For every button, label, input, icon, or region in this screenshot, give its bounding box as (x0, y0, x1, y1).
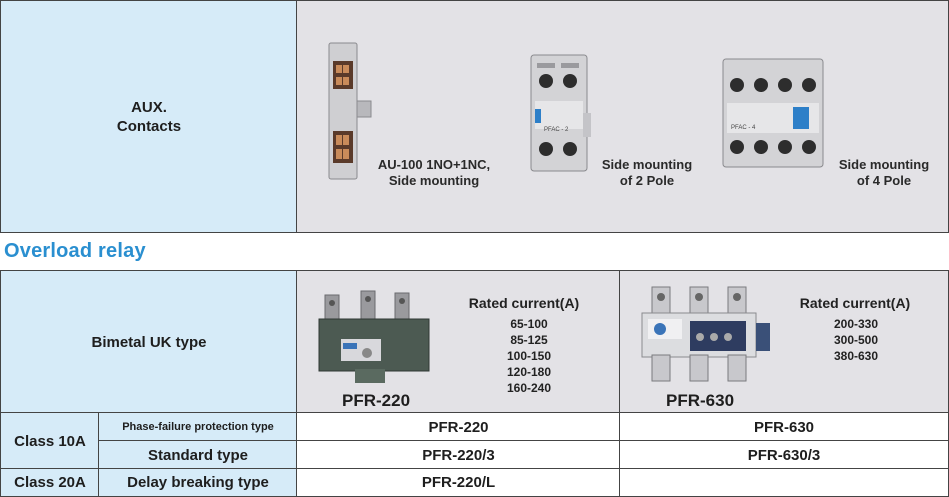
aux-pfac4-caption-line2: of 4 Pole (856, 173, 912, 188)
pfr220-range: 100-150 (506, 349, 552, 363)
bimetal-label-cell: Bimetal UK type (0, 270, 298, 414)
pfr220-rated-header: Rated current(A) (468, 295, 580, 311)
aux-pfac4-caption: Side mounting of 4 Pole (824, 157, 944, 189)
type-cell-standard: Standard type (98, 440, 298, 470)
class10-label-cell: Class 10A (0, 412, 100, 470)
class20-label: Class 20A (14, 474, 86, 491)
aux-pfac2-caption-line2: of 2 Pole (619, 173, 675, 188)
model-value: PFR-220/L (421, 474, 496, 491)
table-cell: PFR-220/L (296, 468, 621, 497)
pfr630-rated-header: Rated current(A) (799, 295, 911, 311)
aux-au100-caption-line1: AU-100 1NO+1NC, (377, 157, 491, 172)
pfr220-range: 160-240 (506, 381, 552, 395)
table-cell: PFR-630 (619, 412, 949, 442)
aux-pfac2-caption-line1: Side mounting (601, 157, 693, 172)
pfr630-ranges: 200-330 300-500 380-630 (796, 316, 916, 364)
aux-pfac2-caption: Side mounting of 2 Pole (587, 157, 707, 189)
model-value: PFR-630 (753, 418, 815, 436)
pfr630-product-cell: PFR-630 Rated current(A) 200-330 300-500… (619, 270, 949, 414)
aux-pfac4-block-text: PFAC - 4 (731, 125, 756, 131)
aux-au100-caption-line2: Side mounting (388, 173, 480, 188)
aux-pfac4-image (722, 58, 824, 168)
model-value: PFR-220/3 (422, 446, 495, 464)
pfr220-range: 120-180 (506, 365, 552, 379)
class20-label-cell: Class 20A (0, 468, 100, 497)
type-cell-delay: Delay breaking type (98, 468, 298, 497)
table-cell: PFR-220/3 (296, 440, 621, 470)
aux-pfac2-block-text: PFAC - 2 (544, 127, 569, 133)
pfr630-range: 300-500 (833, 333, 879, 347)
aux-label-cell: AUX. Contacts (0, 0, 298, 233)
pfr630-image (641, 286, 770, 382)
class10-label: Class 10A (14, 432, 86, 450)
pfr220-model: PFR-220 (342, 391, 411, 410)
aux-au100-caption: AU-100 1NO+1NC, Side mounting (369, 157, 499, 189)
pfr630-model: PFR-630 (666, 391, 735, 410)
aux-products-cell: AU-100 1NO+1NC, Side mounting PFAC - 2 S… (296, 0, 949, 233)
bimetal-label: Bimetal UK type (91, 333, 207, 351)
pfr220-range: 65-100 (510, 317, 548, 331)
table-cell: PFR-220 (296, 412, 621, 442)
type-label: Standard type (147, 446, 249, 464)
aux-label: AUX. Contacts (117, 98, 181, 136)
aux-pfac4-caption-line1: Side mounting (838, 157, 930, 172)
aux-label-line1: AUX. (131, 98, 167, 116)
table-cell: PFR-630/3 (619, 440, 949, 470)
pfr630-range: 380-630 (833, 349, 879, 363)
table-cell (619, 468, 949, 497)
pfr220-product-cell: PFR-220 Rated current(A) 65-100 85-125 1… (296, 270, 621, 414)
model-value: PFR-220 (428, 418, 489, 436)
pfr630-range: 200-330 (833, 317, 879, 331)
aux-au100-image (328, 42, 372, 180)
pfr220-image (318, 290, 430, 383)
overload-section-title: Overload relay (4, 240, 146, 262)
type-cell-phase-failure: Phase-failure protection type (98, 412, 298, 442)
pfr220-range: 85-125 (510, 333, 548, 347)
aux-label-line2: Contacts (116, 117, 182, 135)
pfr220-ranges: 65-100 85-125 100-150 120-180 160-240 (469, 316, 589, 396)
type-label: Delay breaking type (127, 474, 269, 491)
model-value: PFR-630/3 (747, 446, 821, 464)
aux-pfac2-image (530, 54, 591, 172)
type-label: Phase-failure protection type (122, 421, 274, 433)
